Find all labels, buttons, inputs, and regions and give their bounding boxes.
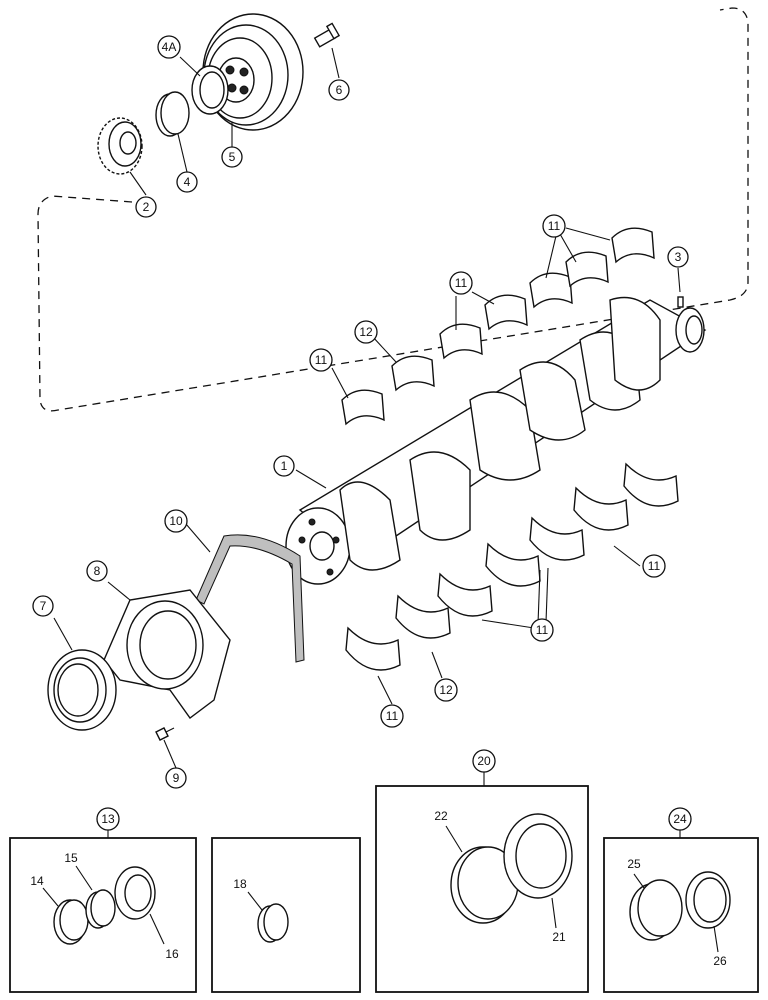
crank-dowel-pin bbox=[677, 296, 684, 308]
callout-label-12: 12 bbox=[439, 683, 453, 697]
callout-11-a: 11 bbox=[542, 214, 566, 238]
crankshaft bbox=[285, 296, 707, 585]
callout-label-11: 11 bbox=[648, 559, 661, 573]
callout-label-9: 9 bbox=[173, 771, 180, 785]
callout-label-2: 2 bbox=[143, 200, 150, 214]
label-14: 14 bbox=[30, 874, 44, 888]
callout-label-11: 11 bbox=[548, 219, 561, 233]
callout-label-10: 10 bbox=[169, 514, 183, 528]
callout-12-a: 12 bbox=[354, 320, 378, 344]
pulley-hub-ring bbox=[191, 65, 229, 115]
callout-10: 10 bbox=[164, 509, 188, 533]
callout-12-b: 12 bbox=[434, 678, 458, 702]
label-15: 15 bbox=[64, 851, 78, 865]
label-21: 21 bbox=[552, 930, 566, 944]
seal-26 bbox=[685, 871, 731, 929]
callout-4: 4 bbox=[176, 171, 198, 193]
callout-label-3: 3 bbox=[675, 250, 682, 264]
callout-6: 6 bbox=[328, 79, 350, 101]
seal-21 bbox=[503, 813, 573, 899]
callout-11-f: 11 bbox=[380, 704, 404, 728]
callout-label-20: 20 bbox=[477, 754, 491, 768]
label-18: 18 bbox=[233, 877, 247, 891]
seal-ring-16 bbox=[114, 866, 156, 920]
callout-label-24: 24 bbox=[673, 812, 687, 826]
callout-label-12: 12 bbox=[359, 325, 373, 339]
callout-label-13: 13 bbox=[101, 812, 115, 826]
label-16: 16 bbox=[165, 947, 179, 961]
callout-3: 3 bbox=[667, 246, 689, 268]
callout-1: 1 bbox=[273, 455, 295, 477]
callout-24: 24 bbox=[668, 807, 692, 831]
label-26: 26 bbox=[713, 954, 727, 968]
callout-11-e: 11 bbox=[530, 618, 554, 642]
rear-cover-gasket bbox=[195, 534, 305, 663]
callout-2: 2 bbox=[135, 196, 157, 218]
upper-bearing-shells bbox=[341, 227, 655, 426]
callout-4a: 4A bbox=[157, 35, 181, 59]
callout-label-11: 11 bbox=[386, 709, 399, 723]
callout-8: 8 bbox=[86, 560, 108, 582]
callout-13: 13 bbox=[96, 807, 120, 831]
seal-ring-22 bbox=[450, 846, 519, 924]
rear-crank-seal bbox=[47, 649, 117, 731]
pulley-bolt bbox=[313, 22, 341, 48]
callout-11-c: 11 bbox=[309, 348, 333, 372]
callout-5: 5 bbox=[221, 146, 243, 168]
label-22: 22 bbox=[434, 809, 448, 823]
callout-20: 20 bbox=[472, 749, 496, 773]
callout-label-7: 7 bbox=[40, 599, 47, 613]
sleeve-25 bbox=[629, 879, 683, 941]
callout-11-d: 11 bbox=[642, 554, 666, 578]
callout-label-1: 1 bbox=[281, 459, 288, 473]
callout-label-11: 11 bbox=[455, 276, 468, 290]
label-25: 25 bbox=[627, 857, 641, 871]
lower-bearing-shells bbox=[345, 462, 679, 671]
callout-label-11: 11 bbox=[315, 353, 328, 367]
callout-label-4: 4 bbox=[184, 175, 191, 189]
seal-ring-14 bbox=[53, 899, 89, 945]
callout-label-5: 5 bbox=[229, 150, 236, 164]
seal-ring-15 bbox=[85, 889, 116, 929]
dashed-group-outline bbox=[37, 7, 749, 412]
sleeve-18 bbox=[257, 903, 289, 943]
callout-label-6: 6 bbox=[336, 83, 343, 97]
rear-seal-housing bbox=[103, 589, 231, 719]
housing-bolt bbox=[155, 727, 175, 741]
callout-11-b: 11 bbox=[449, 271, 473, 295]
callout-label-11: 11 bbox=[536, 623, 549, 637]
crank-gear bbox=[97, 117, 143, 175]
callout-label-8: 8 bbox=[94, 564, 101, 578]
wear-sleeve bbox=[155, 91, 190, 137]
callout-label-4a: 4A bbox=[162, 40, 177, 54]
callout-7: 7 bbox=[32, 595, 54, 617]
callout-9: 9 bbox=[165, 767, 187, 789]
leader-lines bbox=[42, 47, 719, 953]
